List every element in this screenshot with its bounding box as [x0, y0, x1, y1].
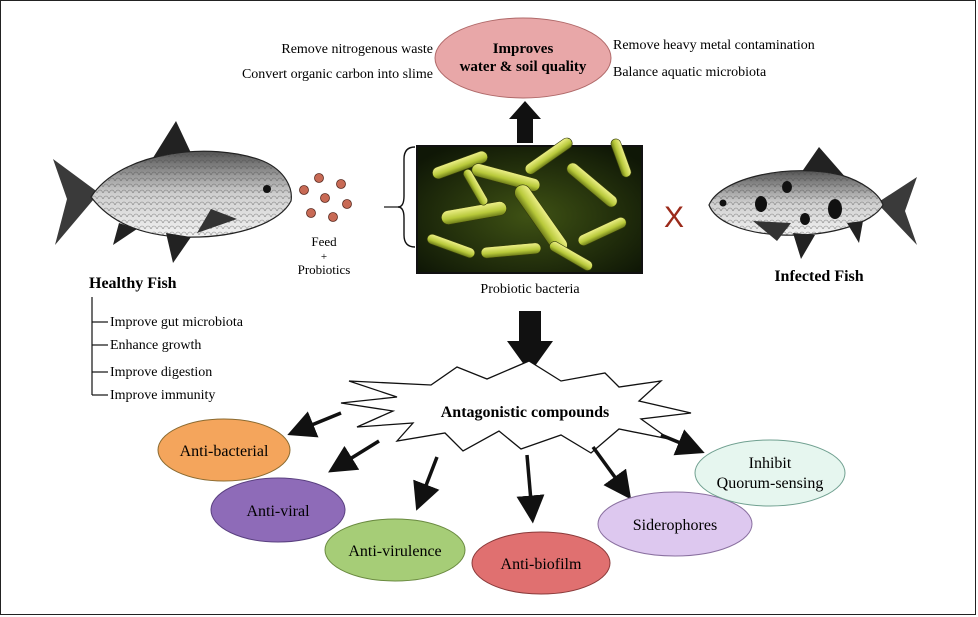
antagonistic-compounds-title: Antagonistic compounds — [441, 404, 609, 421]
healthy-fish-pectoral-fin — [197, 209, 237, 233]
benefit-balance-microbiota: Balance aquatic microbiota — [613, 65, 767, 80]
benefit-improve-gut-microbiota: Improve gut microbiota — [110, 315, 244, 330]
arrow-to-anti-virulence — [413, 456, 440, 511]
infected-fish-tail — [877, 177, 917, 245]
infected-fish-lesion — [828, 199, 842, 219]
infected-fish-x-mark: X — [664, 201, 684, 234]
quality-ellipse-line-1: Improves — [493, 41, 554, 57]
feed-pellet — [328, 212, 338, 222]
infected-fish-pelvic-fin — [793, 233, 815, 259]
feed-pellet — [342, 199, 352, 209]
compound-inhibit-quorum-sensing: Inhibit Quorum-sensing — [694, 439, 846, 507]
infected-fish-pectoral-fin — [753, 221, 791, 241]
healthy-fish-eye — [263, 185, 271, 193]
bacteria-curly-brace — [397, 146, 416, 248]
feed-label-line-3: Probiotics — [298, 262, 351, 277]
healthy-fish-benefits-bracket — [91, 297, 108, 396]
benefit-remove-nitrogenous-waste: Remove nitrogenous waste — [281, 42, 433, 57]
quorum-sensing-ellipse — [694, 439, 846, 507]
siderophores-label: Siderophores — [633, 517, 717, 534]
infected-fish-lesion — [800, 213, 810, 225]
arrow-to-quorum-sensing — [660, 429, 705, 456]
anti-viral-ellipse — [210, 477, 346, 543]
infected-fish-illustration — [708, 147, 917, 259]
water-soil-quality-ellipse — [434, 17, 612, 99]
healthy-fish-illustration — [53, 121, 292, 263]
probiotic-bacteria-image — [416, 137, 643, 274]
feed-label-line-2: + — [321, 251, 327, 263]
infected-fish-anal-fin — [847, 221, 863, 243]
benefit-enhance-growth: Enhance growth — [110, 338, 201, 353]
feed-pellet — [336, 179, 346, 189]
bacteria-rods — [426, 137, 632, 271]
compound-anti-bacterial: Anti-bacterial — [157, 418, 291, 482]
compound-siderophores: Siderophores — [597, 491, 753, 557]
quorum-sensing-label-line-2: Quorum-sensing — [717, 475, 824, 492]
anti-virulence-label: Anti-virulence — [348, 543, 441, 560]
anti-biofilm-ellipse — [471, 531, 611, 595]
compound-arrows — [287, 411, 705, 524]
healthy-fish-pelvic-fin — [166, 233, 191, 263]
up-arrow — [509, 101, 541, 143]
infected-fish-eye — [719, 199, 727, 207]
anti-bacterial-label: Anti-bacterial — [180, 443, 269, 460]
benefit-improve-immunity: Improve immunity — [110, 388, 215, 403]
feed-pellets — [299, 173, 352, 222]
healthy-fish-anal-fin — [113, 223, 137, 245]
infected-fish-lesion — [782, 181, 792, 193]
compound-anti-virulence: Anti-virulence — [324, 518, 466, 582]
down-arrow — [507, 311, 553, 373]
anti-viral-label: Anti-viral — [246, 503, 310, 520]
healthy-fish-tail — [53, 159, 99, 245]
water-soil-quality-group: Improves water & soil quality Remove nit… — [242, 17, 815, 143]
anti-bacterial-ellipse — [157, 418, 291, 482]
feed-pellet — [299, 185, 309, 195]
quality-ellipse-line-2: water & soil quality — [460, 59, 587, 75]
arrow-to-anti-bacterial — [287, 411, 342, 438]
healthy-fish-scales — [91, 151, 292, 238]
arrow-to-siderophores — [591, 445, 632, 500]
benefit-convert-organic-carbon: Convert organic carbon into slime — [242, 67, 433, 82]
siderophores-ellipse — [597, 491, 753, 557]
infected-fish-title: Infected Fish — [774, 268, 863, 285]
bacteria-caption: Probiotic bacteria — [480, 282, 580, 297]
benefit-improve-digestion: Improve digestion — [110, 365, 212, 380]
arrow-to-anti-viral — [328, 439, 380, 473]
anti-virulence-ellipse — [324, 518, 466, 582]
infected-fish-scales — [709, 170, 883, 236]
benefit-remove-heavy-metal: Remove heavy metal contamination — [613, 38, 815, 53]
quorum-sensing-label-line-1: Inhibit — [749, 455, 792, 472]
infected-fish-lesion — [755, 196, 767, 212]
compound-anti-viral: Anti-viral — [210, 477, 346, 543]
arrow-to-anti-biofilm — [516, 454, 545, 524]
healthy-fish-title: Healthy Fish — [89, 275, 177, 292]
feed-label-line-1: Feed — [311, 234, 337, 249]
anti-biofilm-label: Anti-biofilm — [501, 556, 582, 573]
feed-pellet — [320, 193, 330, 203]
feed-pellet — [306, 208, 316, 218]
compound-anti-biofilm: Anti-biofilm — [471, 531, 611, 595]
feed-pellet — [314, 173, 324, 183]
antagonistic-compounds-burst — [340, 360, 692, 454]
